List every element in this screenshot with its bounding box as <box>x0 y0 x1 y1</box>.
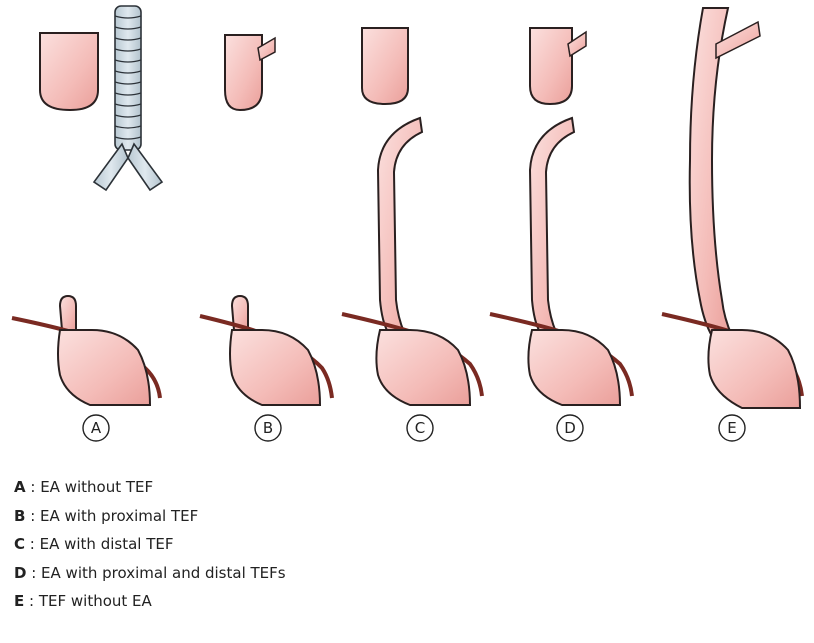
legend-item: A : EA without TEF <box>14 478 286 497</box>
stomach <box>708 330 800 408</box>
upper-esophageal-pouch <box>40 33 98 110</box>
panel-b: B <box>200 35 332 441</box>
stomach <box>230 330 320 405</box>
legend-separator: : <box>26 478 41 496</box>
legend-item: B : EA with proximal TEF <box>14 507 286 526</box>
panel-a: A <box>12 6 162 441</box>
legend-separator: : <box>25 535 40 553</box>
legend-key: A <box>14 478 26 496</box>
panel-letter: D <box>564 419 576 437</box>
panel-letter: C <box>415 419 425 437</box>
legend-caption: EA with proximal and distal TEFs <box>41 564 286 582</box>
legend-item: D : EA with proximal and distal TEFs <box>14 564 286 583</box>
legend-key: C <box>14 535 25 553</box>
legend-caption: EA with proximal TEF <box>40 507 198 525</box>
upper-esophageal-pouch <box>530 28 572 104</box>
stomach <box>528 330 620 405</box>
legend-caption: EA without TEF <box>40 478 153 496</box>
legend-key: D <box>14 564 26 582</box>
legend-caption: TEF without EA <box>39 592 152 610</box>
stomach <box>58 330 150 405</box>
left-bronchus <box>94 144 128 190</box>
panel-letter: E <box>727 419 736 437</box>
legend-key: B <box>14 507 25 525</box>
legend-caption: EA with distal TEF <box>40 535 174 553</box>
lower-esophageal-stump <box>60 296 76 330</box>
legend-separator: : <box>24 592 39 610</box>
panel-e: E <box>662 8 802 441</box>
legend-item: C : EA with distal TEF <box>14 535 286 554</box>
upper-esophageal-pouch <box>362 28 408 104</box>
legend: A : EA without TEF B : EA with proximal … <box>14 478 286 621</box>
legend-key: E <box>14 592 24 610</box>
legend-separator: : <box>26 564 41 582</box>
lower-esophagus-with-distal-fistula <box>530 118 574 332</box>
lower-esophagus-with-distal-fistula <box>378 118 422 332</box>
right-bronchus <box>128 144 162 190</box>
panel-letter: A <box>91 419 102 437</box>
legend-separator: : <box>25 507 40 525</box>
upper-esophageal-pouch <box>225 35 262 110</box>
stomach <box>376 330 470 405</box>
continuous-esophagus <box>690 8 732 336</box>
legend-item: E : TEF without EA <box>14 592 286 611</box>
panel-letter: B <box>263 419 273 437</box>
panel-c: C <box>342 28 482 441</box>
panel-d: D <box>490 28 632 441</box>
esophageal-atresia-diagram: A B C D E <box>0 0 814 450</box>
trachea <box>94 6 162 190</box>
